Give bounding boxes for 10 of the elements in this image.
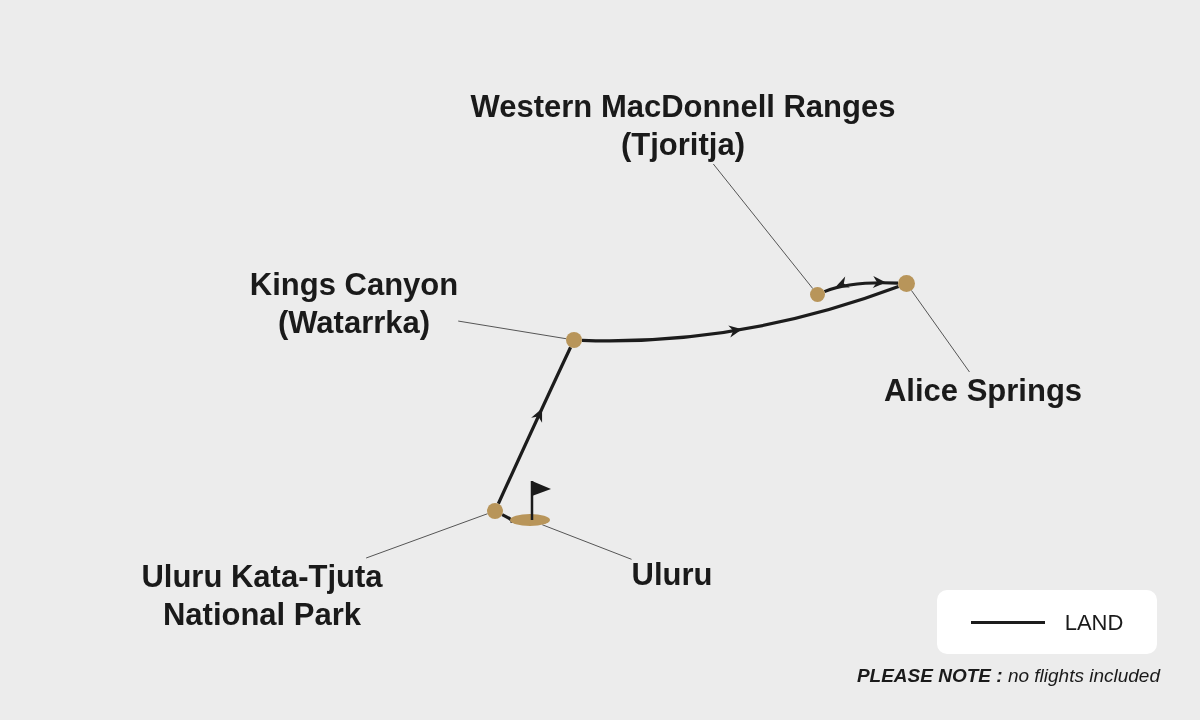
footnote: PLEASE NOTE : no flights included [856, 664, 1160, 688]
place-label: Uluru [631, 556, 713, 594]
place-label: Alice Springs [883, 372, 1083, 410]
place-label: Uluru Kata-Tjuta National Park [140, 558, 384, 634]
place-label: Western MacDonnell Ranges [470, 88, 896, 126]
place-label: Kings Canyon [249, 266, 459, 304]
place-label: (Watarrka) [277, 304, 431, 342]
rock-shape [510, 514, 550, 526]
legend-label: LAND [1064, 608, 1124, 637]
place-label: (Tjoritja) [621, 126, 745, 164]
